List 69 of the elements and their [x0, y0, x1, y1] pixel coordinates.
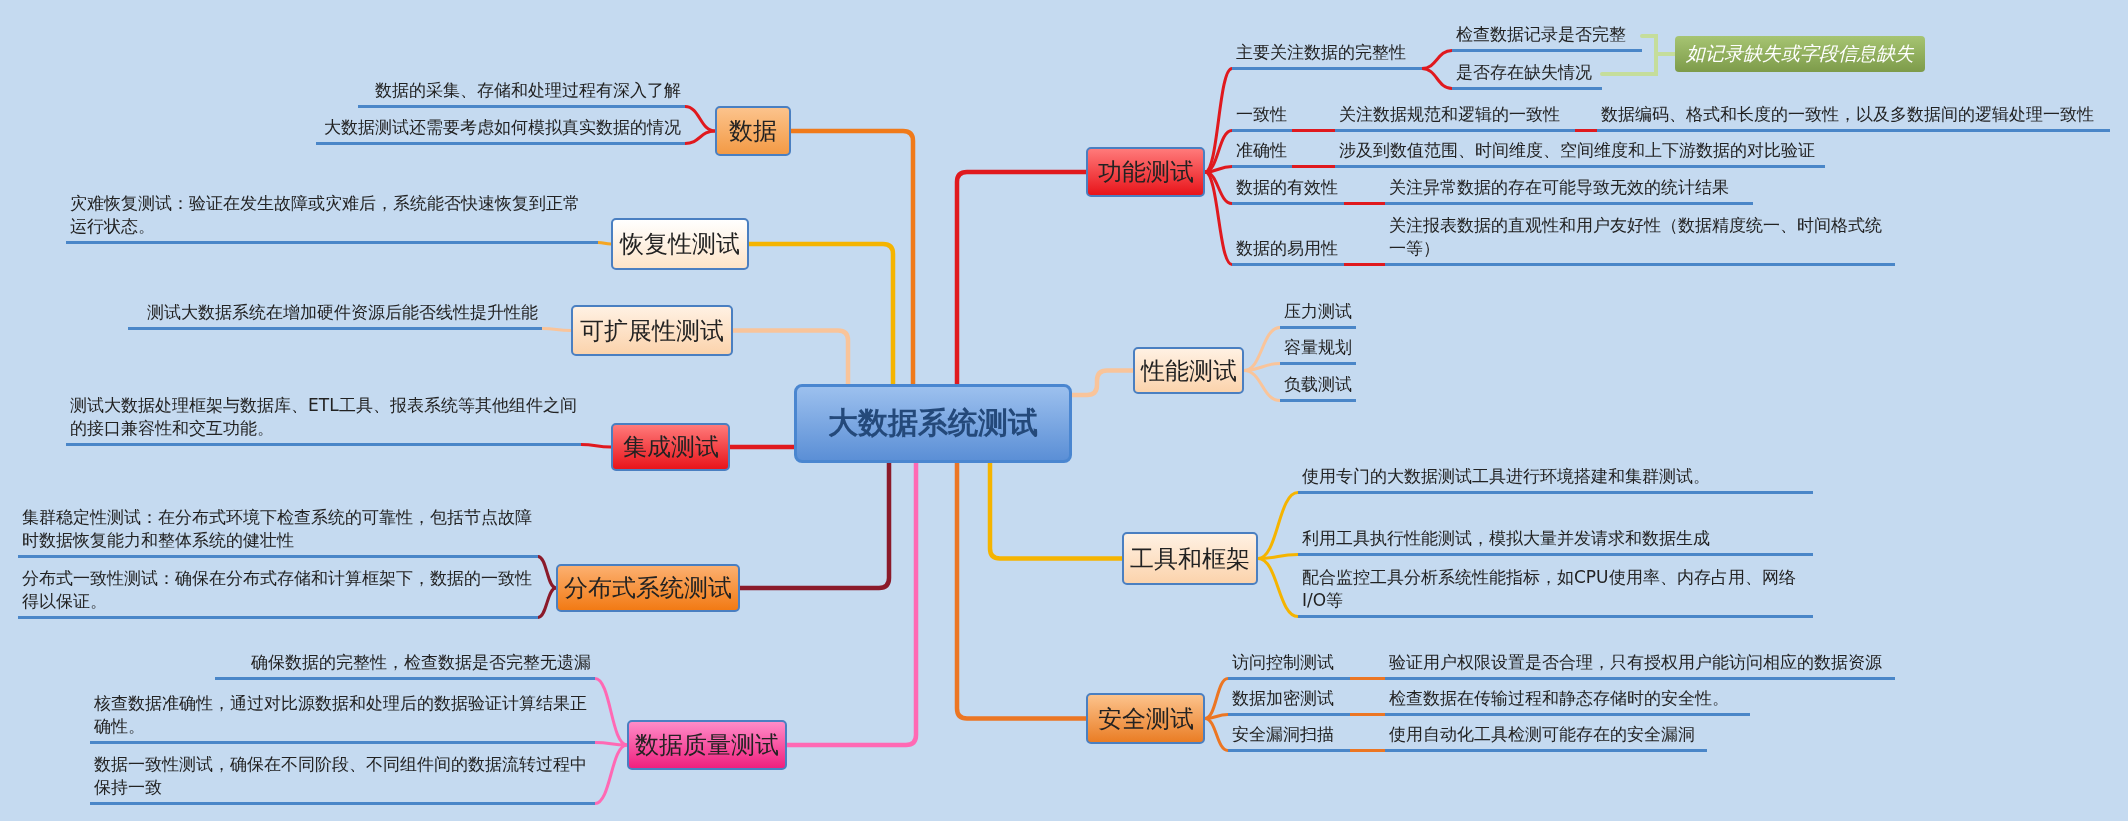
topic-text: 利用工具执行性能测试，模拟大量并发请求和数据生成 [1298, 498, 1813, 556]
topic-text: 准确性 [1232, 136, 1292, 168]
branch-line [593, 743, 629, 805]
branch-line [1420, 67, 1454, 90]
topic-text: 数据一致性测试，确保在不同阶段、不同组件间的数据流转过程中保持一致 [90, 747, 595, 805]
topic-box: 分布式系统测试 [556, 564, 740, 612]
topic-text: 分布式一致性测试：确保在分布式存储和计算框架下，数据的一致性得以保证。 [18, 561, 538, 619]
topic-box: 恢复性测试 [611, 218, 749, 270]
branch-line [1348, 713, 1387, 716]
topic-text: 一致性 [1232, 100, 1292, 132]
branch-line [593, 741, 629, 747]
topic-text: 容量规划 [1280, 333, 1356, 365]
topic-text: 检查数据在传输过程和静态存储时的安全性。 [1385, 684, 1750, 716]
branch-line [536, 586, 558, 619]
topic-text: 关注数据规范和逻辑的一致性 [1335, 100, 1575, 132]
topic-text: 核查数据准确性，通过对比源数据和处理后的数据验证计算结果正确性。 [90, 686, 595, 744]
branch-line [1573, 129, 1599, 132]
topic-box: 性能测试 [1133, 347, 1244, 394]
branch-line [1290, 165, 1337, 168]
summary-box: 如记录缺失或字段信息缺失 [1675, 36, 1925, 72]
branch-line [536, 555, 558, 590]
branch-line [1348, 749, 1387, 752]
topic-box: 可扩展性测试 [571, 305, 733, 356]
topic-text: 测试大数据系统在增加硬件资源后能否线性提升性能 [128, 298, 542, 330]
topic-box: 工具和框架 [1122, 532, 1258, 585]
summary-bracket [1600, 52, 1677, 76]
topic-text: 安全漏洞扫描 [1228, 720, 1350, 752]
topic-text: 访问控制测试 [1228, 648, 1350, 680]
topic-box: 集成测试 [611, 423, 730, 471]
topic-text: 数据的易用性 [1232, 228, 1344, 266]
branch-line [1342, 263, 1387, 266]
topic-text: 大数据测试还需要考虑如何模拟真实数据的情况 [316, 113, 685, 145]
branch-line [1203, 170, 1234, 266]
topic-text: 确保数据的完整性，检查数据是否完整无遗漏 [215, 648, 595, 680]
topic-text: 涉及到数值范围、时间维度、空间维度和上下游数据的对比验证 [1335, 136, 1825, 168]
topic-text: 验证用户权限设置是否合理，只有授权用户能访问相应的数据资源 [1385, 648, 1895, 680]
topic-box: 数据 [715, 106, 791, 156]
branch-line [1348, 677, 1387, 680]
branch-line [596, 241, 613, 246]
topic-box: 数据质量测试 [627, 720, 787, 770]
topic-text: 集群稳定性测试：在分布式环境下检查系统的可靠性，包括节点故障时数据恢复能力和整体系统的健壮性 [18, 500, 538, 558]
topic-text: 数据的有效性 [1232, 173, 1344, 205]
topic-text: 使用自动化工具检测可能存在的安全漏洞 [1385, 720, 1707, 752]
topic-text: 数据编码、格式和长度的一致性，以及多数据间的逻辑处理一致性 [1597, 100, 2110, 132]
branch-line [683, 129, 717, 145]
topic-text: 压力测试 [1280, 297, 1356, 329]
branch-line [1290, 129, 1337, 132]
topic-text: 检查数据记录是否完整 [1452, 20, 1642, 52]
topic-text: 是否存在缺失情况 [1452, 58, 1602, 90]
topic-text: 负载测试 [1280, 370, 1356, 402]
branch-line [1342, 202, 1387, 205]
topic-text: 关注异常数据的存在可能导致无效的统计结果 [1385, 173, 1753, 205]
topic-box: 功能测试 [1086, 147, 1205, 197]
topic-text: 配合监控工具分析系统性能指标，如CPU使用率、内存占用、网络I/O等 [1298, 560, 1813, 618]
central-topic-box: 大数据系统测试 [794, 384, 1072, 463]
topic-text: 数据加密测试 [1228, 684, 1350, 716]
branch-line [579, 443, 613, 449]
topic-text: 关注报表数据的直观性和用户友好性（数据精度统一、时间格式统一等） [1385, 204, 1895, 266]
branch-line [1256, 557, 1300, 618]
topic-box: 安全测试 [1086, 693, 1205, 744]
branch-line [683, 105, 717, 133]
branch-line [1203, 717, 1230, 752]
topic-text: 使用专门的大数据测试工具进行环境搭建和集群测试。 [1298, 436, 1813, 494]
topic-text: 数据的采集、存储和处理过程有深入了解 [358, 76, 685, 108]
branch-line [1242, 369, 1282, 402]
topic-text: 灾难恢复测试：验证在发生故障或灾难后，系统能否快速恢复到正常运行状态。 [66, 188, 598, 244]
topic-text: 测试大数据处理框架与数据库、ETL工具、报表系统等其他组件之间的接口兼容性和交互功能。 [66, 390, 581, 446]
topic-text: 主要关注数据的完整性 [1232, 38, 1422, 70]
branch-line [540, 327, 573, 332]
